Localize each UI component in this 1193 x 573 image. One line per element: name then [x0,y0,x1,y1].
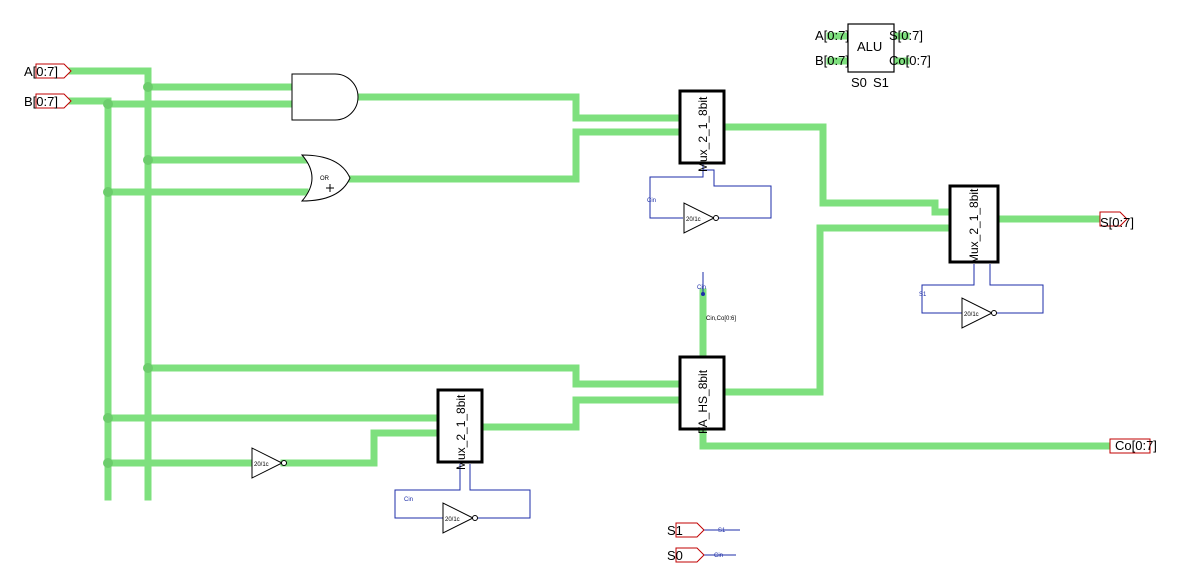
junction-dot [103,458,113,468]
adder-block[interactable]: FA_HS_8bit [678,355,726,434]
port-co-output[interactable]: Co[0:7] [1109,438,1157,454]
and-gate[interactable] [291,73,359,121]
or-gate[interactable]: OR [300,154,351,202]
bus-a [68,67,152,501]
bus-inv-to-mux [280,429,442,467]
junction-dot [103,99,113,109]
port-b-input[interactable]: B[0:7] [24,93,72,109]
bus-mux-bottom-out [480,396,684,431]
port-s-output[interactable]: S[0:7] [1099,211,1134,230]
inverter-right-label: 20/1c [964,312,979,318]
port-co-label: Co[0:7] [1115,438,1157,453]
alu-pin-s1: S1 [873,75,889,90]
mux-top-label: Mux_2_1_8bit [696,96,710,172]
wire-top-inv-in [649,206,683,219]
junction-dot [143,155,153,165]
plus-icon [326,184,334,192]
bus-b [68,97,112,501]
port-s0-input[interactable]: S0 [667,547,705,563]
bus-or-out [344,128,684,183]
net-cin-top: Cin [647,198,656,204]
junction-dot [143,82,153,92]
wire-bottom-sel [394,464,461,519]
inverter-bottom-label: 20/1c [445,517,460,523]
port-s0-label: S0 [667,548,683,563]
net-s1-tag: S1 [718,528,726,534]
wire-network [394,164,1044,556]
mux-top-block[interactable]: Mux_2_1_8bit [678,89,726,172]
port-s1-label: S1 [667,523,683,538]
port-a-label: A[0:7] [24,64,58,79]
adder-label: FA_HS_8bit [696,369,710,434]
mux-right-block[interactable]: Mux_2_1_8bit [948,184,1000,264]
wire-right-loop [989,264,1044,314]
net-s0-tag: Cin [714,553,723,559]
port-a-input[interactable]: A[0:7] [24,63,72,79]
inverter-top-label: 20/1c [686,217,701,223]
bus-a-to-adder [144,364,684,388]
alu-pin-co: Co[0:7] [889,53,931,68]
inverter-right[interactable]: 20/1c [961,297,997,329]
junction-dot [103,413,113,423]
alu-pin-s0: S0 [851,75,867,90]
alu-pin-s: S[0:7] [889,28,923,43]
net-s1: S1 [919,292,927,298]
alu-pin-a: A[0:7] [815,28,849,43]
bus-co-out [699,426,1114,450]
alu-pin-b: B[0:7] [815,53,849,68]
alu-symbol[interactable]: ALU A[0:7] B[0:7] S[0:7] Co[0:7] S0 S1 [815,23,931,90]
bus-and-out [354,93,684,122]
inverter-bottom[interactable]: 20/1c [442,502,478,534]
bus-mux-top-out [721,123,954,216]
net-cin-adder: Cin [697,285,706,291]
bus-network [68,32,1114,501]
alu-symbol-name: ALU [857,39,882,54]
port-s1-input[interactable]: S1 [667,522,705,538]
or-gate-label: OR [320,176,330,182]
net-cin-co: Cin,Co[0:6] [706,316,736,322]
wire-bottom-loop [469,464,531,519]
port-b-label: B[0:7] [24,94,58,109]
junction-dot [103,187,113,197]
wire-top-loop [703,169,772,219]
inverter-b-label: 20/1c [254,462,269,468]
bus-adder-out [721,224,954,396]
mux-bottom-label: Mux_2_1_8bit [454,394,468,470]
wire-right-sel [921,264,975,314]
inverter-top[interactable]: 20/1c [683,202,719,234]
junction-dot [701,292,705,296]
port-s-label: S[0:7] [1100,215,1134,230]
mux-bottom-block[interactable]: Mux_2_1_8bit [436,388,484,470]
net-cin-bottom: Cin [404,497,413,503]
inverter-b[interactable]: 20/1c [251,447,287,479]
mux-right-label: Mux_2_1_8bit [967,188,981,264]
junction-dot [143,363,153,373]
